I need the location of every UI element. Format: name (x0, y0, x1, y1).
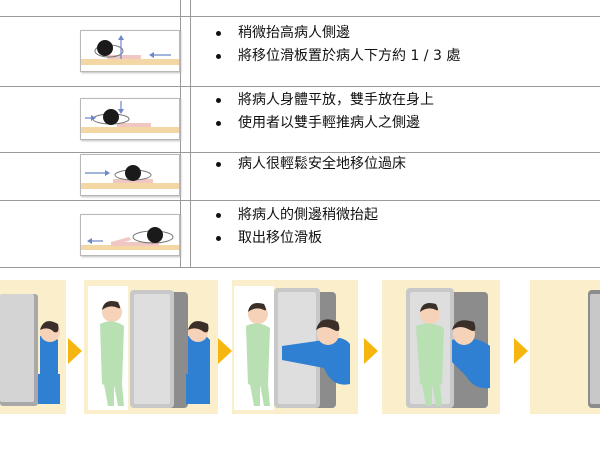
patient-raised-side-board-insert-icon (80, 30, 180, 72)
table-row: 將病人身體平放，雙手放在身上 使用者以雙手輕推病人之側邊 (0, 86, 600, 152)
list-item: 稍微抬高病人側邊 (216, 22, 460, 45)
table-divider (0, 267, 600, 268)
bullet-dot (216, 213, 221, 218)
stretcher-partial-icon (530, 280, 600, 414)
patient-laid-flat-push-icon (80, 98, 180, 140)
bullet-list: 病人很輕鬆安全地移位過床 (216, 153, 406, 176)
bullet-dot (216, 162, 221, 167)
table-column-line (190, 0, 191, 268)
bullet-dot (216, 236, 221, 241)
list-item: 將病人的側邊稍微抬起 (216, 204, 378, 227)
table-row: 稍微抬高病人側邊 將移位滑板置於病人下方約 1 / 3 處 (0, 16, 600, 86)
list-item: 病人很輕鬆安全地移位過床 (216, 153, 406, 176)
caregiver-beside-bed-icon (0, 280, 66, 414)
transfer-steps-table: 稍微抬高病人側邊 將移位滑板置於病人下方約 1 / 3 處 將病人身體平放，雙手… (0, 0, 600, 268)
table-column-line (180, 0, 181, 268)
list-item: 取出移位滑板 (216, 227, 378, 250)
transfer-comic-strip (0, 280, 600, 420)
list-item: 將病人身體平放，雙手放在身上 (216, 89, 434, 112)
patient-and-caregiver-beds-icon (84, 280, 218, 414)
next-step-arrow-icon (68, 338, 82, 364)
table-row: 病人很輕鬆安全地移位過床 (0, 152, 600, 200)
bullet-dot (216, 31, 221, 36)
next-step-arrow-icon (218, 338, 232, 364)
bullet-list: 稍微抬高病人側邊 將移位滑板置於病人下方約 1 / 3 處 (216, 22, 460, 68)
bullet-list: 將病人的側邊稍微抬起 取出移位滑板 (216, 204, 378, 250)
table-divider (0, 200, 600, 201)
patient-sliding-across-icon (80, 154, 180, 196)
bullet-list: 將病人身體平放，雙手放在身上 使用者以雙手輕推病人之側邊 (216, 89, 434, 135)
table-divider (0, 86, 600, 87)
table-row: 將病人的側邊稍微抬起 取出移位滑板 (0, 200, 600, 267)
table-divider (0, 16, 600, 17)
caregiver-pushing-patient-icon (232, 280, 358, 414)
table-divider (0, 152, 600, 153)
board-removal-icon (80, 214, 180, 256)
next-step-arrow-icon (514, 338, 528, 364)
bullet-dot (216, 121, 221, 126)
list-item: 將移位滑板置於病人下方約 1 / 3 處 (216, 45, 460, 68)
bullet-dot (216, 98, 221, 103)
bullet-dot (216, 54, 221, 59)
next-step-arrow-icon (364, 338, 378, 364)
list-item: 使用者以雙手輕推病人之側邊 (216, 112, 434, 135)
patient-transferred-icon (382, 280, 500, 414)
